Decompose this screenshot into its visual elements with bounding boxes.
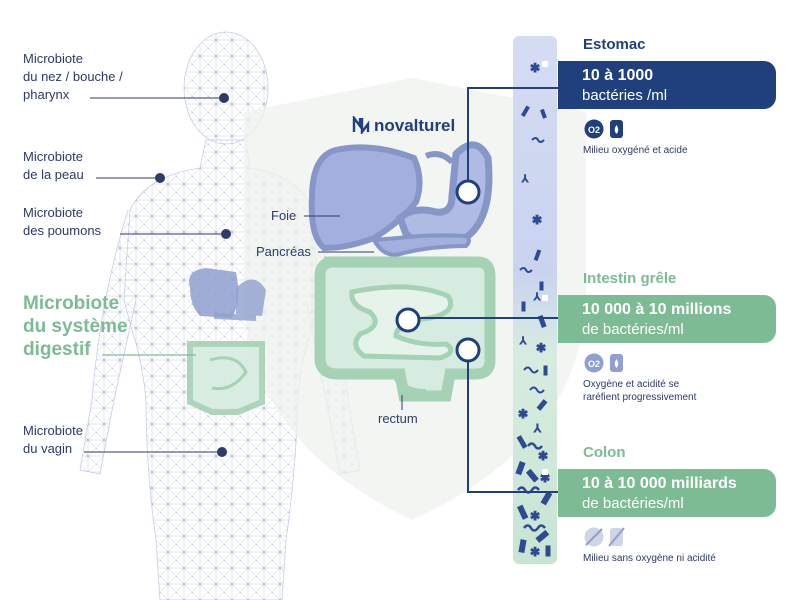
environment-icons-small-intestine: O2 xyxy=(583,352,627,379)
brand-logo: novalturel xyxy=(352,114,456,136)
no-oxygen-icon xyxy=(584,527,604,547)
liver-shape xyxy=(308,144,423,252)
environment-icons-stomach: O2 xyxy=(583,118,627,145)
environment-icons-colon xyxy=(583,526,627,553)
environment-text-small-intestine: Oxygène et acidité se raréfient progress… xyxy=(583,378,696,404)
bacteria-count-badge-colon: 10 à 10 000 milliards de bactéries/ml xyxy=(542,469,776,517)
acidity-icon xyxy=(610,354,623,372)
svg-text:✱: ✱ xyxy=(530,509,540,523)
label-liver: Foie xyxy=(271,208,297,223)
bacteria-count-unit: de bactéries/ml xyxy=(582,495,684,512)
label-nose-mouth-pharynx: Microbiote du nez / bouche / pharynx xyxy=(23,50,123,104)
bacteria-count-badge-small-intestine: 10 000 à 10 millions de bactéries/ml xyxy=(542,295,776,343)
brand-mark-icon xyxy=(352,114,370,136)
oxygen-icon: O2 xyxy=(584,119,604,139)
environment-line: Milieu oxygéné et acide xyxy=(583,145,688,156)
environment-line: Oxygène et acidité se xyxy=(583,379,680,390)
pancreas-shape xyxy=(370,233,471,257)
label-line: digestif xyxy=(23,339,91,360)
label-line: de la peau xyxy=(23,167,84,182)
no-acidity-icon xyxy=(608,527,625,547)
label-line: Microbiote xyxy=(23,205,83,220)
svg-text:⅄: ⅄ xyxy=(520,336,527,347)
svg-text:✱: ✱ xyxy=(530,61,540,75)
label-pancreas: Pancréas xyxy=(256,244,311,259)
environment-line: raréfient progressivement xyxy=(583,392,697,403)
bacteria-column xyxy=(513,36,557,564)
bacteria-cluster: ✱ ⅄ ✱ ⅄ ⅄ ✱ ✱ ⅄ ✱ ✱ xyxy=(515,61,553,560)
oxygen-icon: O2 xyxy=(584,353,604,373)
section-title-small-intestine: Intestin grêle xyxy=(583,270,677,287)
label-line: des poumons xyxy=(23,223,102,238)
label-vagina: Microbiote du vagin xyxy=(23,422,83,458)
label-digestive-system: Microbiote du système digestif xyxy=(23,292,128,361)
svg-text:✱: ✱ xyxy=(532,213,542,227)
bacteria-count-value: 10 à 10 000 milliards xyxy=(582,475,737,492)
label-rectum: rectum xyxy=(378,411,418,426)
body-label-connectors xyxy=(84,93,231,457)
bacteria-count-value: 10 à 1000 xyxy=(582,67,654,84)
acidity-icon xyxy=(610,120,623,138)
bacteria-count-unit: de bactéries/ml xyxy=(582,321,684,338)
svg-text:✱: ✱ xyxy=(536,341,546,355)
label-lungs: Microbiote des poumons xyxy=(23,204,101,240)
oxygen-symbol: O2 xyxy=(588,359,600,369)
bacteria-count-badge-stomach: 10 à 1000 bactéries /ml xyxy=(542,61,776,109)
environment-text-colon: Milieu sans oxygène ni acidité xyxy=(583,552,716,565)
organ-connectors xyxy=(395,87,558,493)
section-title-stomach: Estomac xyxy=(583,36,646,53)
svg-text:⅄: ⅄ xyxy=(534,422,541,435)
small-digestive-organs xyxy=(187,268,266,415)
bacteria-count-unit: bactéries /ml xyxy=(582,87,668,104)
oxygen-symbol: O2 xyxy=(588,125,600,135)
label-line: du nez / bouche / xyxy=(23,69,123,84)
label-line: du système xyxy=(23,316,128,337)
label-line: pharynx xyxy=(23,87,70,102)
svg-text:✱: ✱ xyxy=(530,545,540,559)
label-line: Microbiote xyxy=(23,51,83,66)
svg-text:⅄: ⅄ xyxy=(534,292,541,303)
label-skin: Microbiote de la peau xyxy=(23,148,84,184)
brand-name: novalturel xyxy=(374,116,456,135)
environment-line: Milieu sans oxygène ni acidité xyxy=(583,553,716,564)
svg-text:✱: ✱ xyxy=(540,471,550,485)
svg-text:✱: ✱ xyxy=(538,449,548,463)
label-line: du vagin xyxy=(23,441,73,456)
label-line: Microbiote xyxy=(23,423,83,438)
svg-text:✱: ✱ xyxy=(518,407,528,421)
svg-text:⅄: ⅄ xyxy=(522,174,529,185)
label-line: Microbiote xyxy=(23,293,120,314)
environment-text-stomach: Milieu oxygéné et acide xyxy=(583,144,688,157)
label-line: Microbiote xyxy=(23,149,83,164)
section-title-colon: Colon xyxy=(583,444,626,461)
bacteria-count-value: 10 000 à 10 millions xyxy=(582,301,732,318)
